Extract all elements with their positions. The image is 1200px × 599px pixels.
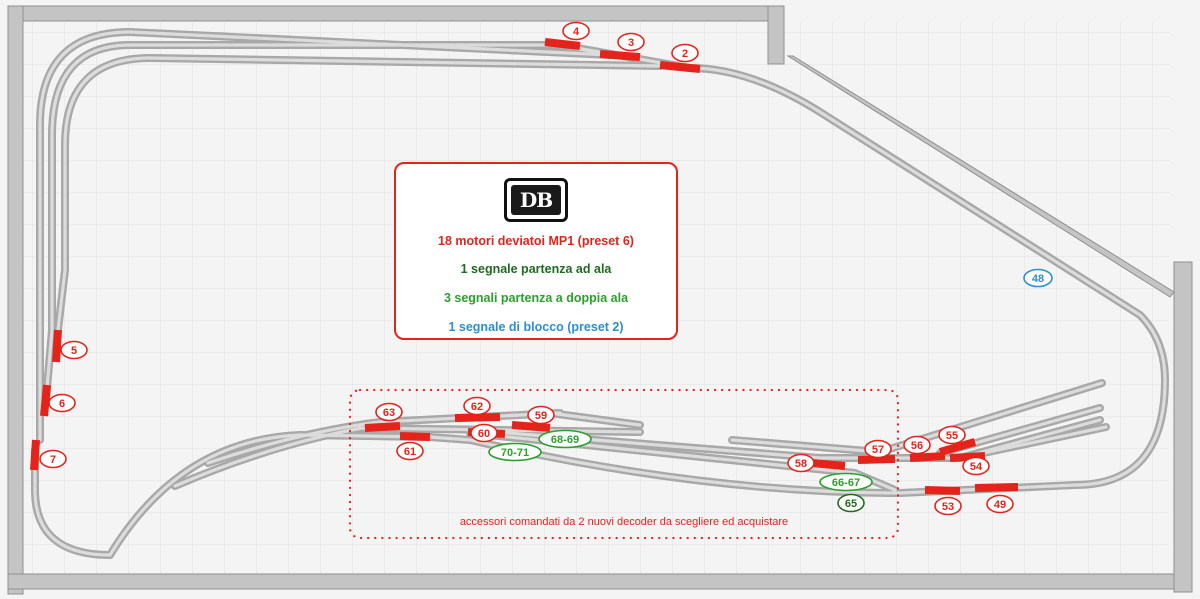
legend-box: DB 18 motori deviatoi MP1 (preset 6) 1 s…: [394, 162, 678, 340]
room-walls: [7, 5, 1193, 595]
single-wing-signal-label: 65: [837, 493, 865, 513]
single-wing-signal-label-text: 65: [845, 498, 857, 510]
turnout-label-6: 6: [48, 393, 76, 413]
legend-turnout-motors: 18 motori deviatoi MP1 (preset 6): [438, 234, 634, 248]
turnout-label-56: 56: [903, 435, 931, 455]
legend-single-wing-signal: 1 segnale partenza ad ala: [460, 262, 612, 276]
turnout-label-60: 60: [470, 423, 498, 443]
turnout-label-53-text: 53: [942, 501, 954, 513]
turnout-label-60-text: 60: [478, 428, 490, 440]
legend-double-wing-signals: 3 segnali partenza a doppia ala: [443, 291, 629, 305]
double-wing-signal-label-70-71-text: 70-71: [501, 447, 529, 459]
turnout-label-59: 59: [527, 405, 555, 425]
turnout-label-7-text: 7: [50, 454, 56, 466]
turnout-label-2-text: 2: [682, 48, 688, 60]
turnout-label-61-text: 61: [404, 446, 416, 458]
turnout-label-7: 7: [39, 449, 67, 469]
db-logo-text: DB: [511, 185, 561, 215]
turnout-label-6-text: 6: [59, 398, 65, 410]
turnout-label-3: 3: [617, 32, 645, 52]
block-signal-label: 48: [1023, 268, 1053, 288]
turnout-label-55: 55: [938, 425, 966, 445]
turnout-label-49-text: 49: [994, 499, 1006, 511]
turnout-label-63-text: 63: [383, 407, 395, 419]
turnout-label-53: 53: [934, 496, 962, 516]
turnout-label-58-text: 58: [795, 458, 807, 470]
new-decoder-area: [348, 388, 900, 540]
turnout-motors: [30, 38, 1019, 495]
turnout-label-59-text: 59: [535, 410, 547, 422]
turnout-label-4-text: 4: [573, 26, 580, 38]
turnout-label-3-text: 3: [628, 37, 634, 49]
double-wing-signal-label-68-69: 68-69: [538, 429, 592, 449]
turnout-label-61: 61: [396, 441, 424, 461]
turnout-label-62: 62: [463, 396, 491, 416]
turnout-label-54-text: 54: [970, 461, 983, 473]
turnout-label-4: 4: [562, 21, 590, 41]
turnout-label-56-text: 56: [911, 440, 923, 452]
turnout-label-5-text: 5: [71, 345, 77, 357]
double-wing-signal-label-68-69-text: 68-69: [551, 434, 579, 446]
decoder-note: accessori comandati da 2 nuovi decoder d…: [459, 516, 789, 528]
turnout-label-54: 54: [962, 456, 990, 476]
turnout-label-55-text: 55: [946, 430, 958, 442]
turnout-label-58: 58: [787, 453, 815, 473]
turnout-label-5: 5: [60, 340, 88, 360]
turnout-label-2: 2: [671, 43, 699, 63]
double-wing-signal-label-66-67: 66-67: [819, 472, 873, 492]
double-wing-signal-label-66-67-text: 66-67: [832, 477, 860, 489]
double-wing-signal-label-70-71: 70-71: [488, 442, 542, 462]
tracks: [31, 28, 1169, 559]
db-logo: DB: [504, 178, 568, 222]
turnout-label-57-text: 57: [872, 444, 884, 456]
turnout-label-62-text: 62: [471, 401, 483, 413]
turnout-label-57: 57: [864, 439, 892, 459]
turnout-label-63: 63: [375, 402, 403, 422]
turnout-label-49: 49: [986, 494, 1014, 514]
block-signal-label-text: 48: [1032, 273, 1044, 285]
legend-block-signal: 1 segnale di blocco (preset 2): [448, 320, 624, 334]
